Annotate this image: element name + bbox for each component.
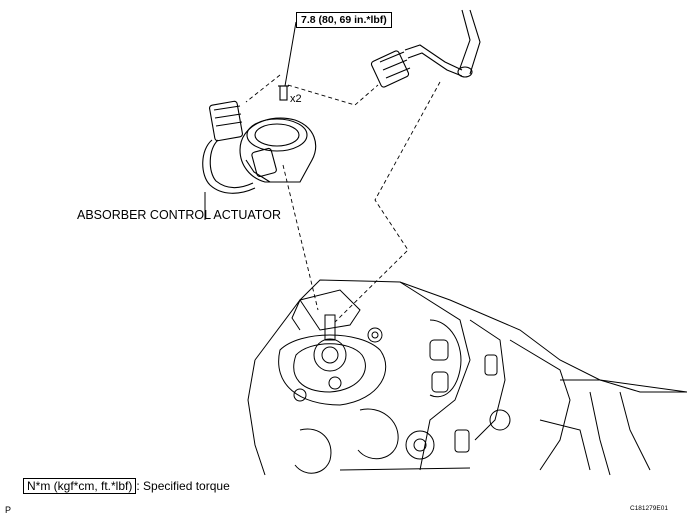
torque-leader-line	[284, 21, 297, 87]
torque-legend: N*m (kgf*cm, ft.*lbf): Specified torque	[23, 478, 230, 494]
torque-callout: 7.8 (80, 69 in.*lbf)	[296, 12, 392, 28]
actuator-illustration	[202, 85, 317, 194]
quantity-label: x2	[290, 93, 302, 105]
engine-block-illustration	[247, 279, 687, 476]
corner-mark: P	[5, 505, 12, 515]
alignment-dashed-lines	[245, 74, 441, 323]
wire-harness-illustration	[370, 9, 481, 88]
legend-unit-box: N*m (kgf*cm, ft.*lbf)	[23, 478, 137, 494]
figure-code: C181279E01	[630, 505, 668, 512]
legend-description: : Specified torque	[136, 479, 230, 493]
part-label: ABSORBER CONTROL ACTUATOR	[77, 208, 281, 222]
